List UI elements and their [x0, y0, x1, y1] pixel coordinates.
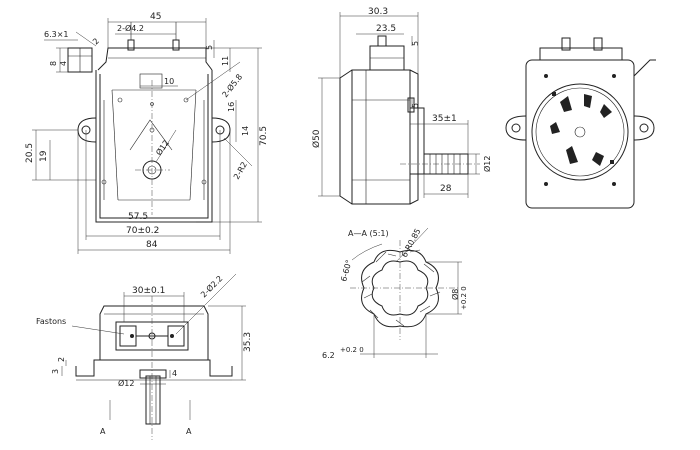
front-faston-detail [67, 47, 93, 73]
section-title: A—A (5:1) [348, 229, 389, 238]
dim-front-84: 84 [146, 240, 158, 250]
dim-side-30-3: 30.3 [368, 7, 388, 17]
side-view: 30.3 23.5 5 5 Ø50 35±1 Ø12 28 [311, 7, 492, 205]
side-left-cap [339, 69, 353, 205]
dim-bottom-35-3: 35.3 [243, 332, 253, 352]
face-housing [525, 59, 635, 209]
side-body [351, 69, 411, 205]
dim-side-23-5: 23.5 [376, 24, 396, 34]
dim-front-pins: 2-Ø4.2 [117, 23, 144, 33]
front-top-frame [97, 47, 213, 71]
dim-bottom-4: 4 [172, 369, 177, 378]
face-left-ear [505, 115, 527, 141]
dim-front-70: 70±0.2 [126, 226, 159, 236]
dim-bottom-3: 3 [51, 369, 60, 374]
face-view [505, 37, 656, 209]
dim-front-5: 5 [205, 45, 214, 50]
front-view: 45 2-Ø4.2 6.3×1 2 8 4 5 11 10 2-Ø5.8 Ø12… [25, 12, 269, 254]
dim-front-slots: 2-Ø5.8 [220, 72, 245, 99]
section-6-2-tol: +0.2 0 [340, 346, 364, 354]
dim-bottom-holes: 2-Ø2.2 [198, 273, 224, 299]
dim-front-14: 14 [241, 126, 250, 136]
dim-bottom-2: 2 [57, 357, 66, 362]
dim-front-70-5: 70.5 [259, 126, 269, 146]
section-mark-left: A [100, 427, 106, 436]
dim-front-2r2: 2-R2 [232, 160, 249, 181]
section-aa: A—A (5:1) 6-60° 6-R0.85 Ø8 +0.2 0 [322, 227, 468, 360]
dim-front-shaft: Ø12 [153, 138, 171, 157]
dim-front-fastening: 6.3×1 [44, 30, 69, 39]
front-left-ear [77, 117, 97, 143]
dim-side-5b: 5 [411, 103, 420, 108]
face-dial [531, 83, 629, 181]
dim-front-4: 4 [59, 61, 68, 66]
bottom-body [99, 305, 209, 360]
section-radius: 6-R0.85 [400, 227, 423, 259]
section-dia-8-tol: +0.2 0 [460, 286, 468, 310]
dim-front-16: 16 [227, 102, 236, 112]
dim-bottom-shaft: Ø12 [118, 378, 134, 388]
bottom-view: A A 30±0.1 2-Ø2.2 Fastons 35.3 2 3 Ø12 4 [36, 273, 253, 440]
dim-front-11: 11 [221, 56, 230, 66]
label-fastons: Fastons [36, 317, 66, 326]
dim-front-10: 10 [164, 77, 174, 86]
dim-side-35: 35±1 [432, 114, 457, 124]
dim-side-50: Ø50 [311, 129, 322, 148]
bottom-plate [75, 359, 233, 377]
dim-front-20-5: 20.5 [25, 143, 35, 163]
dim-front-19: 19 [39, 150, 49, 162]
section-dia-8: Ø8 [450, 289, 460, 300]
section-angle: 6-60° [339, 259, 353, 283]
dim-side-shaft-12: Ø12 [482, 156, 492, 172]
dim-front-8: 8 [49, 61, 58, 66]
dim-side-5a: 5 [411, 41, 420, 46]
side-right-cap [409, 69, 419, 205]
front-right-ear [211, 117, 231, 143]
dim-bottom-30: 30±0.1 [132, 286, 165, 296]
dim-side-28: 28 [440, 184, 452, 194]
dim-front-hole2: 2 [91, 36, 101, 46]
bottom-shaft [145, 375, 161, 425]
section-mark-right: A [186, 427, 192, 436]
face-right-ear [633, 115, 655, 141]
dim-front-45: 45 [150, 12, 161, 22]
front-housing-inner [99, 74, 209, 219]
dim-front-57-5: 57.5 [128, 212, 148, 222]
section-6-2: 6.2 [322, 351, 335, 360]
front-housing-outline [95, 70, 213, 223]
side-gearbox [409, 107, 425, 175]
